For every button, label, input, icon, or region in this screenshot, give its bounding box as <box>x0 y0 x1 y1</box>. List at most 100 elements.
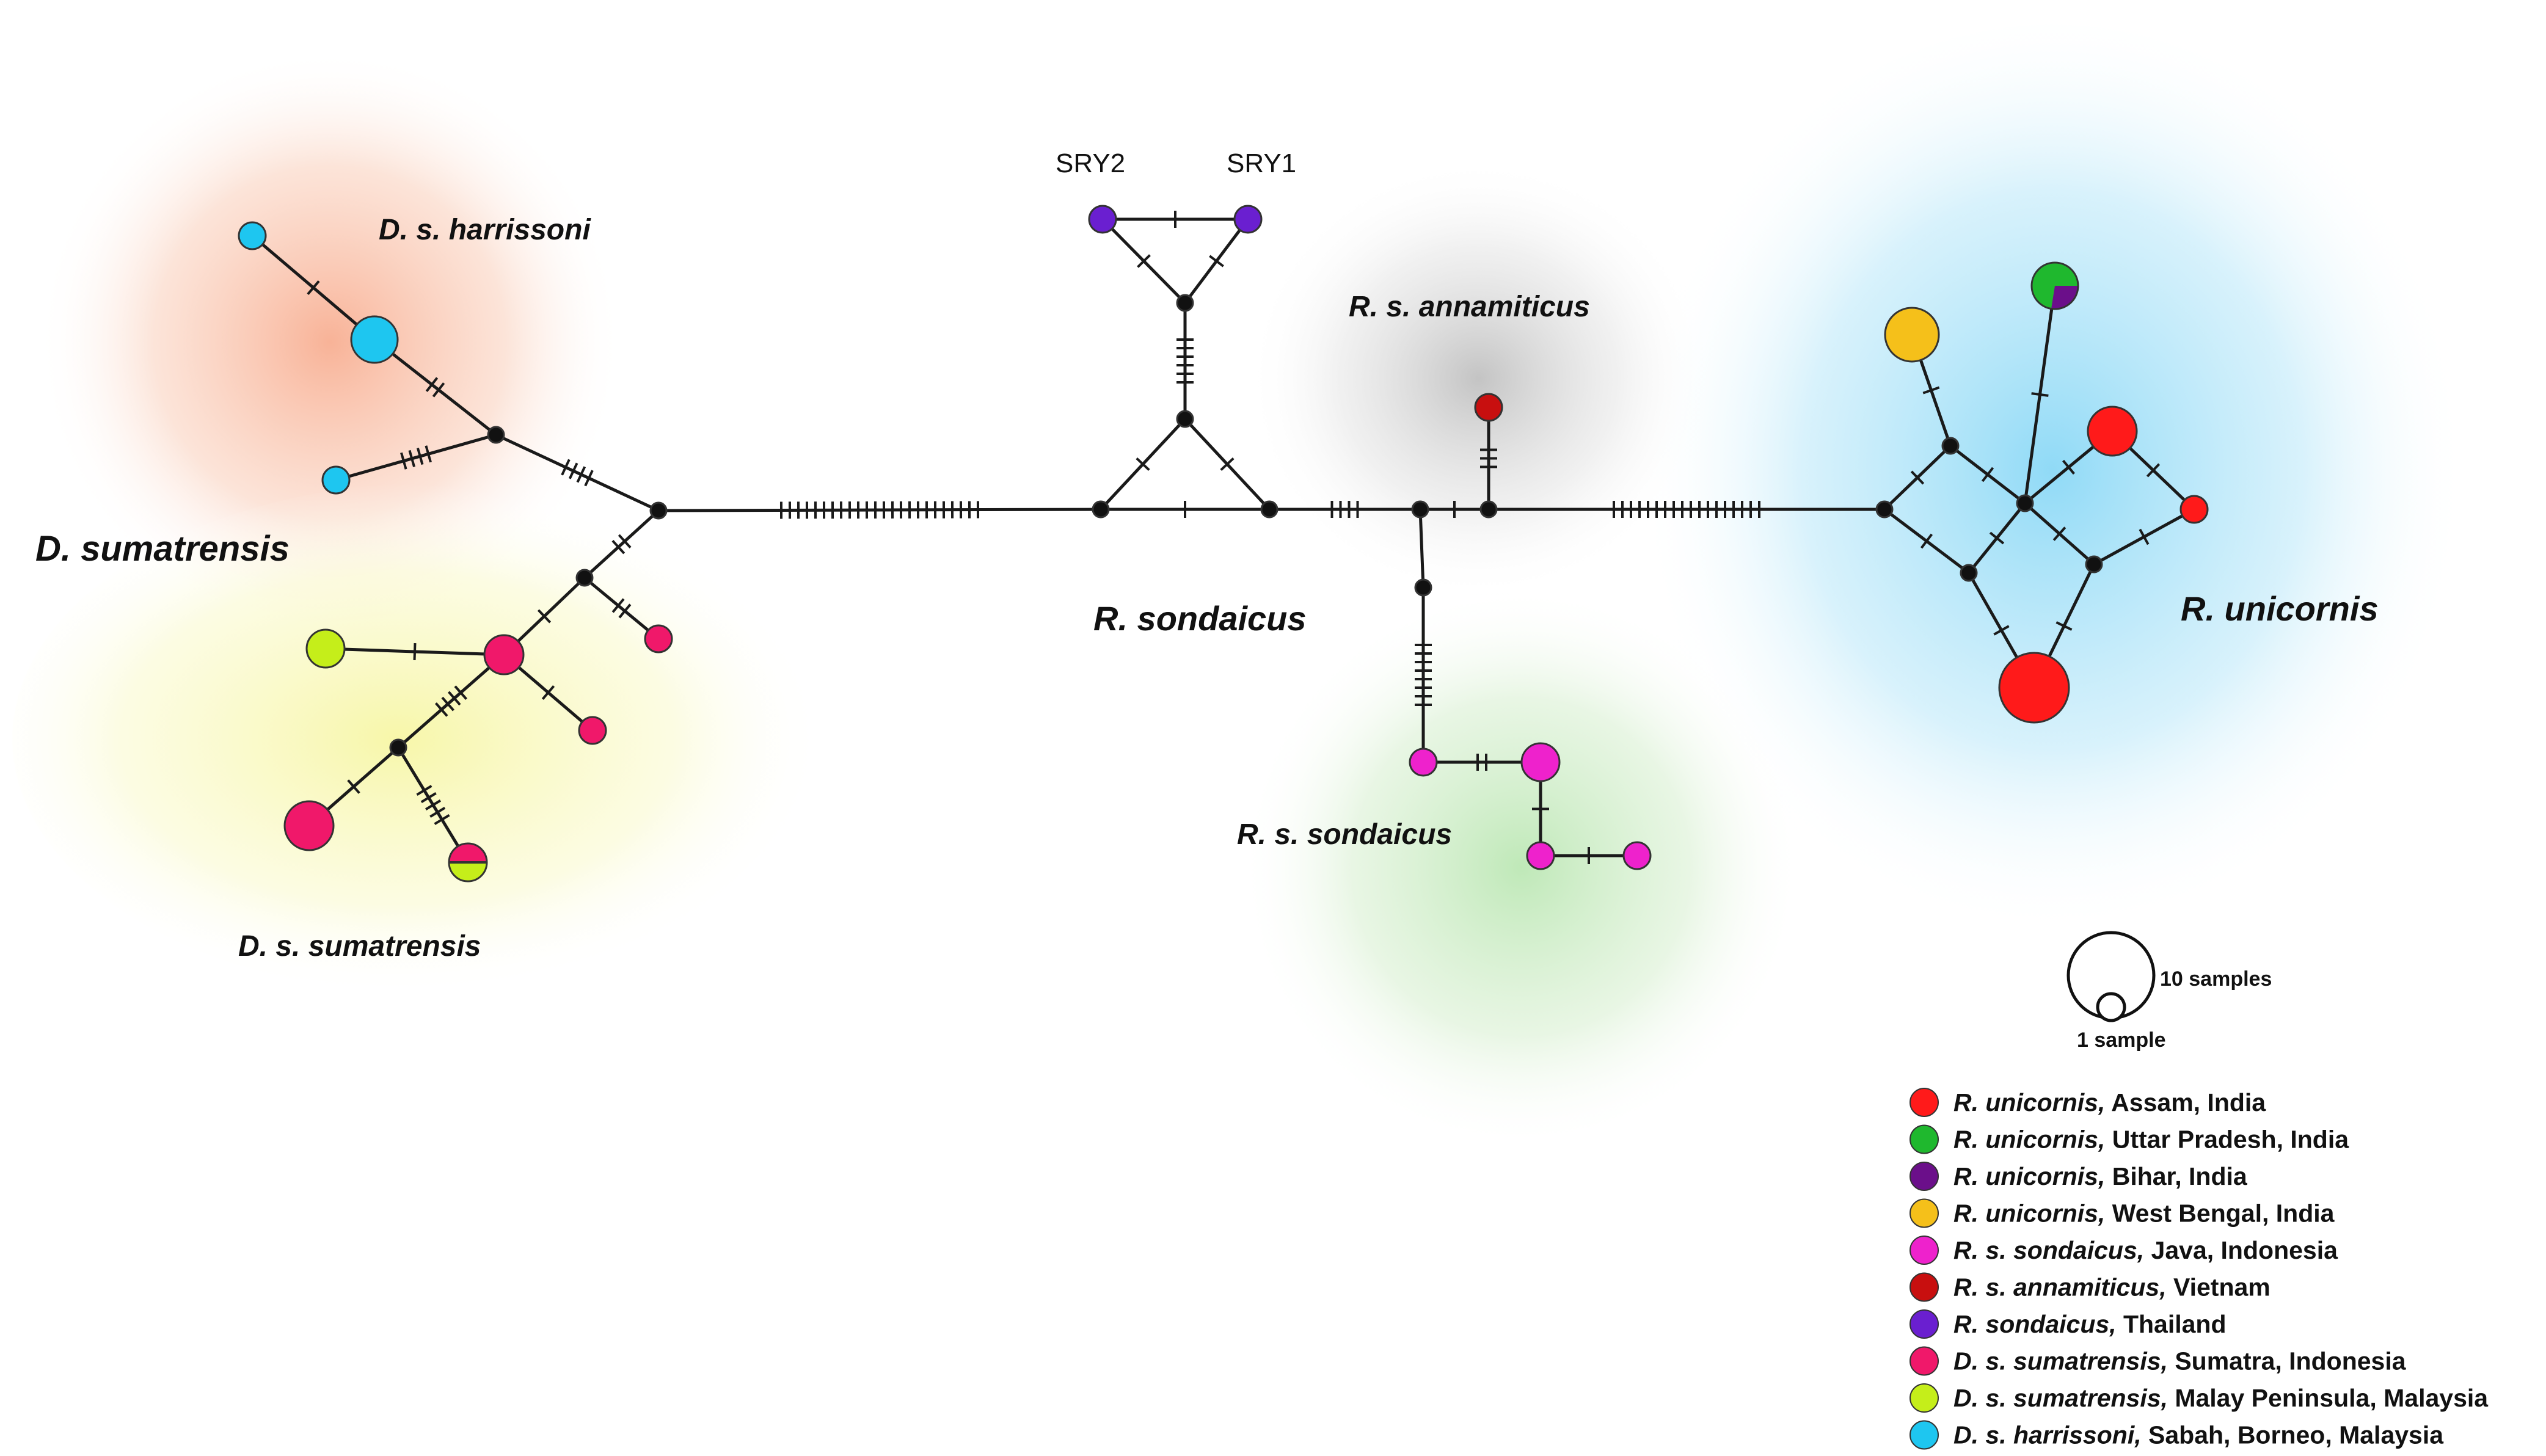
median-vertex <box>2085 555 2103 573</box>
haplotype-annamiticus <box>1474 393 1503 422</box>
legend-item: R. unicornis, Bihar, India <box>1910 1162 2248 1191</box>
mutation-tick <box>611 540 626 555</box>
mutation-tick <box>400 452 407 470</box>
mutation-tick <box>417 448 424 465</box>
legend-species: R. s. annamiticus, <box>1953 1273 2167 1301</box>
mutation-ticks <box>307 211 2161 864</box>
network-nodes <box>238 205 2209 883</box>
edge-A-C <box>583 509 660 579</box>
mutation-tick <box>347 779 360 794</box>
legend-item: R. s. annamiticus, Vietnam <box>1910 1272 2271 1302</box>
median-vertex <box>1260 500 1278 519</box>
legend-swatch <box>1910 1162 1939 1191</box>
haplotype-sumatra-3 <box>644 624 673 653</box>
legend-label: R. s. sondaicus, Java, Indonesia <box>1953 1236 2338 1264</box>
haplotype-sumatra-4 <box>283 800 335 851</box>
edge-s1-D <box>397 653 505 749</box>
mutation-tick <box>441 696 454 712</box>
mutation-tick <box>2052 526 2066 541</box>
haplotype-sry1 <box>1233 205 1263 234</box>
legend-swatch <box>1910 1236 1939 1265</box>
legend-species: R. unicornis, <box>1953 1162 2105 1190</box>
legend-label: D. s. sumatrensis, Malay Peninsula, Mala… <box>1953 1384 2489 1412</box>
mutation-tick <box>2055 621 2073 631</box>
label-d-sumatrensis: D. sumatrensis <box>35 529 290 569</box>
mutation-tick <box>611 598 625 613</box>
mutation-tick <box>1910 470 1925 485</box>
median-vertex <box>1411 500 1429 519</box>
legend-label: R. unicornis, Bihar, India <box>1953 1162 2248 1190</box>
label-sry1: SRY1 <box>1227 148 1296 178</box>
legend-species: R. unicornis, <box>1953 1199 2105 1228</box>
legend-location: Assam, India <box>2105 1088 2266 1116</box>
edge-I-K <box>1418 509 1425 588</box>
legend-location: Malay Peninsula, Malaysia <box>2168 1384 2489 1412</box>
mutation-tick <box>408 450 415 467</box>
mutation-tick <box>576 466 586 483</box>
legend-species: R. unicornis, <box>1953 1126 2105 1154</box>
mutation-tick <box>618 534 632 548</box>
haplotype-harrissoni-3 <box>321 465 351 495</box>
mutation-tick <box>2146 463 2161 478</box>
mutation-tick <box>1981 467 1994 482</box>
mutation-tick <box>1993 625 2010 636</box>
legend-location: Sumatra, Indonesia <box>2168 1347 2407 1375</box>
mutation-tick <box>2031 392 2049 397</box>
edge-h2-B <box>373 338 497 436</box>
legend-label: R. unicornis, Assam, India <box>1953 1088 2266 1116</box>
median-vertex <box>1960 564 1978 582</box>
mutation-tick <box>425 799 442 810</box>
legend-swatch <box>1910 1272 1939 1302</box>
mutation-tick <box>1209 255 1224 268</box>
mutation-tick <box>425 377 439 392</box>
median-vertex <box>1941 437 1960 455</box>
label-d-s-harrissoni: D. s. harrissoni <box>379 214 591 246</box>
edge-A-E <box>658 508 1101 512</box>
mutation-tick <box>2139 528 2150 545</box>
legend-swatch <box>1910 1124 1939 1154</box>
median-vertex <box>575 569 594 587</box>
legend-location: Uttar Pradesh, India <box>2105 1126 2349 1154</box>
label-r-s-annamiticus: R. s. annamiticus <box>1349 291 1590 323</box>
mutation-tick <box>420 792 437 803</box>
mutation-tick <box>1922 386 1940 395</box>
haplotype-uttar-pradesh-bihar <box>2030 261 2079 310</box>
haplotype-sry2 <box>1088 205 1117 234</box>
legend-species: D. s. sumatrensis, <box>1953 1347 2168 1375</box>
scale-circle-1 <box>2096 992 2126 1022</box>
median-vertex <box>1479 500 1498 519</box>
mutation-tick <box>584 470 594 487</box>
mutation-tick <box>568 462 578 479</box>
mutation-tick <box>2062 459 2075 475</box>
median-vertex <box>487 426 505 444</box>
mutation-tick <box>416 785 432 796</box>
mutation-tick <box>434 702 448 717</box>
mutation-tick <box>1220 457 1235 471</box>
scale-label-10: 10 samples <box>2160 967 2272 991</box>
legend-swatch <box>1910 1420 1939 1450</box>
legend-item: R. unicornis, Assam, India <box>1910 1088 2266 1117</box>
haplotype-java-4 <box>1622 841 1652 870</box>
haplotype-west-bengal <box>1884 307 1940 363</box>
label-r-unicornis: R. unicornis <box>2181 589 2379 628</box>
legend-species: R. sondaicus, <box>1953 1310 2117 1338</box>
legend-location: Java, Indonesia <box>2144 1236 2338 1264</box>
cloud-annamiticus <box>1246 159 1710 599</box>
legend-label: R. unicornis, Uttar Pradesh, India <box>1953 1126 2349 1154</box>
legend-item: R. unicornis, Uttar Pradesh, India <box>1910 1124 2349 1154</box>
mutation-tick <box>307 280 320 295</box>
haplotype-sumatra-1 <box>483 634 525 675</box>
haplotype-assam-3 <box>1998 652 2070 724</box>
legend-label: D. s. harrissoni, Sabah, Borneo, Malaysi… <box>1953 1421 2444 1449</box>
edge-h3-B <box>335 433 497 482</box>
legend-item: R. sondaicus, Thailand <box>1910 1309 2227 1339</box>
legend-item: D. s. harrissoni, Sabah, Borneo, Malaysi… <box>1910 1420 2444 1450</box>
scale-label-1: 1 sample <box>2077 1028 2166 1052</box>
legend-location: West Bengal, India <box>2105 1199 2335 1228</box>
mutation-tick <box>541 685 555 700</box>
median-vertex <box>1176 410 1194 428</box>
legend-item: R. unicornis, West Bengal, India <box>1910 1198 2335 1228</box>
legend-label: R. sondaicus, Thailand <box>1953 1310 2227 1338</box>
